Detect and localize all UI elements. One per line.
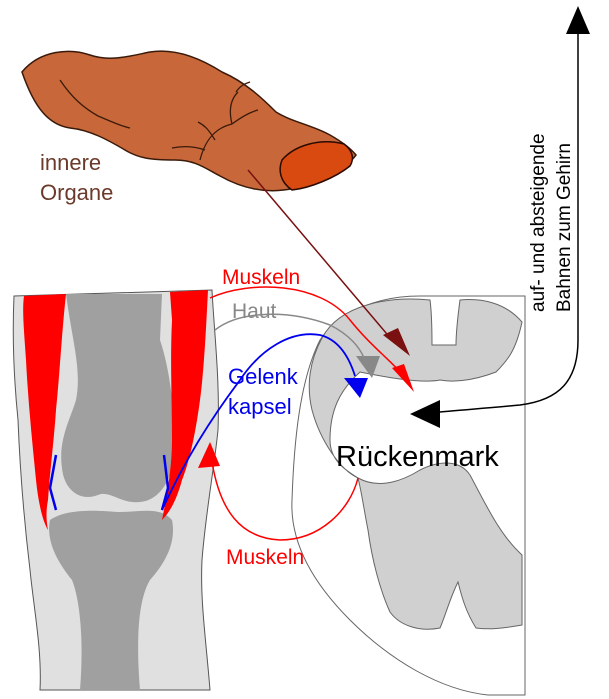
knee-joint	[12, 289, 219, 691]
organ-vessels	[59, 79, 259, 161]
grey-matter-lower	[357, 462, 523, 630]
skin-label: Haut	[232, 300, 277, 323]
brain-pathway-line	[439, 30, 579, 413]
capsule-afferent-arrowhead	[344, 378, 368, 398]
left-capsule-line	[48, 454, 58, 511]
spinal-cord-label: Rückenmark	[336, 441, 499, 473]
muscle-efferent-arrowhead	[198, 442, 220, 468]
organ-afferent-line	[247, 169, 393, 341]
organ-body	[21, 50, 357, 192]
muscles-bottom-label: Muskeln	[226, 546, 304, 569]
brain-pathway-arrowhead-cord	[410, 400, 440, 428]
organs-label-line1: innere	[40, 150, 101, 175]
skin-afferent-line	[214, 313, 365, 359]
muscle-efferent-line	[211, 461, 359, 541]
organs-label-line2: Organe	[40, 180, 113, 205]
organ-afferent-arrowhead	[383, 328, 410, 356]
muscle-afferent-line	[209, 286, 401, 373]
grey-matter-upper	[308, 298, 523, 479]
right-muscle	[162, 290, 208, 520]
capsule-label-line1: Gelenk	[228, 364, 299, 389]
brain-pathway-arrowhead-top	[566, 6, 590, 34]
pathways-label-line1: auf- und absteigende	[528, 133, 549, 312]
organ-cut-surface	[279, 141, 354, 191]
pathways-label-line2: Bahnen zum Gehirn	[554, 143, 575, 312]
skin-afferent-arrowhead	[356, 356, 380, 378]
femur-bone	[61, 294, 177, 503]
muscles-top-label: Muskeln	[222, 266, 300, 289]
tibia-bone	[49, 510, 174, 690]
pathway-curves	[161, 6, 590, 541]
spinal-cord-section	[291, 295, 526, 696]
capsule-afferent-line	[161, 333, 356, 511]
muscle-afferent-arrowhead	[392, 364, 414, 392]
internal-organ	[21, 50, 357, 192]
left-muscle	[23, 294, 66, 530]
capsule-label-line2: kapsel	[228, 394, 292, 419]
right-capsule-line	[160, 454, 170, 511]
